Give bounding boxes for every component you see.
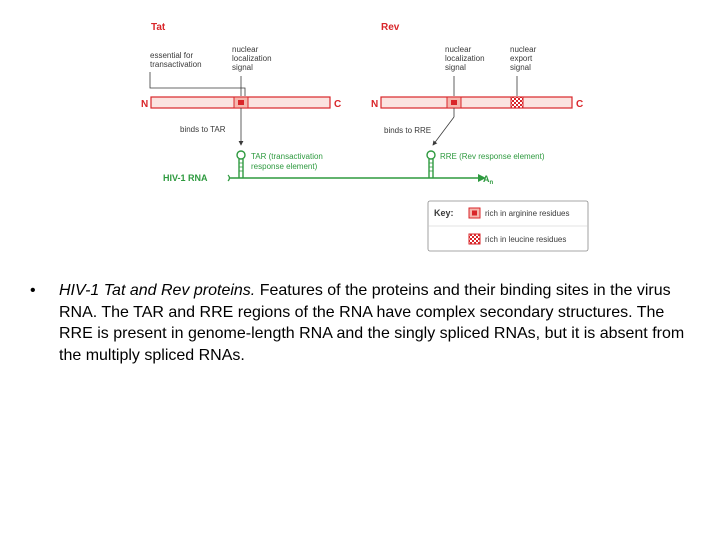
rev-binds-label: binds to RRE xyxy=(384,126,431,135)
rna-5-end-cap xyxy=(227,174,231,182)
rre-label: RRE (Rev response element) xyxy=(440,152,545,161)
arginine-rich-key-core xyxy=(472,210,477,216)
rna-label: HIV-1 RNA xyxy=(163,173,208,183)
rna-3-arrow xyxy=(478,174,486,182)
polya-subscript: n xyxy=(490,180,494,186)
rev-protein-bar xyxy=(380,96,573,109)
caption-body: Features of the proteins and their bindi… xyxy=(59,282,685,364)
tat-binds-label: binds to TAR xyxy=(180,125,226,134)
rev-title: Rev xyxy=(381,22,400,33)
tat-essential-label: essential for transactivation xyxy=(150,51,202,69)
caption-title: HIV-1 Tat and Rev proteins. xyxy=(59,282,256,299)
rev-nls-label: nuclear localization signal xyxy=(445,45,487,72)
key-box: Key: rich in arginine residues rich in l… xyxy=(427,200,589,252)
polya-label: An xyxy=(483,174,494,186)
bullet-point: • xyxy=(30,282,36,299)
caption-text: HIV-1 Tat and Rev proteins. Features of … xyxy=(59,280,689,366)
tat-c-terminus: C xyxy=(334,99,341,110)
rev-n-terminus: N xyxy=(371,99,378,110)
tat-arginine-core xyxy=(238,100,244,105)
key-item-leucine: rich in leucine residues xyxy=(485,235,566,244)
tat-title: Tat xyxy=(151,22,166,33)
rre-stem-loop xyxy=(426,150,436,178)
key-title: Key: xyxy=(434,208,454,218)
rev-leucine-rich-domain xyxy=(510,96,524,109)
tat-n-terminus: N xyxy=(141,99,148,110)
key-item-arginine: rich in arginine residues xyxy=(485,209,570,218)
leucine-rich-key-icon xyxy=(468,233,481,245)
tat-essential-bracket xyxy=(149,72,246,96)
rev-c-terminus: C xyxy=(576,99,583,110)
tar-stem-loop xyxy=(236,150,246,178)
tar-label: TAR (transactivation response element) xyxy=(251,152,325,171)
rev-bind-arrow xyxy=(432,116,455,146)
tat-rev-diagram: Tat essential for transactivation nuclea… xyxy=(141,22,589,252)
rev-nes-label: nuclear export signal xyxy=(510,45,538,72)
tat-nls-label: nuclear localization signal xyxy=(232,45,274,72)
rev-arginine-core xyxy=(451,100,457,105)
